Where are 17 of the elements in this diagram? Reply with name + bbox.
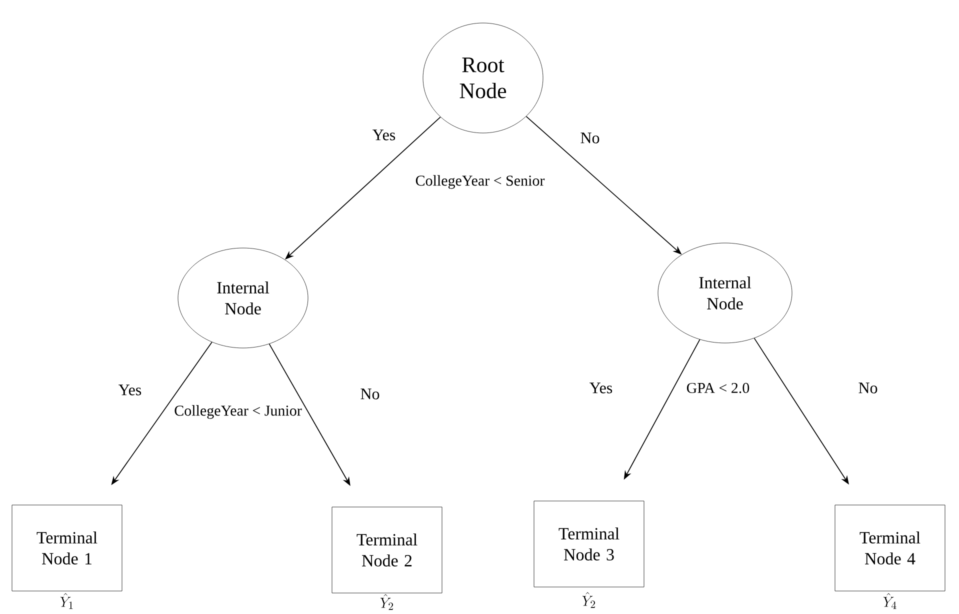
edge-label: No [857, 382, 879, 394]
edge-label: Yes [588, 382, 614, 394]
edge-label: Yes [117, 384, 143, 396]
terminal-node-box: Terminal Node 4 [834, 504, 946, 592]
split-condition: CollegeYear < Junior [173, 404, 303, 420]
prediction-label: $\hat{Y}_1$ [60, 593, 73, 609]
terminal-node-box: Terminal Node 2 [332, 506, 442, 594]
edge-label: No [579, 132, 601, 144]
edge-label: No [359, 388, 381, 400]
split-condition: GPA < 2.0 [685, 382, 751, 394]
prediction-label: $\hat{Y}_2$ [582, 592, 596, 608]
split-condition: CollegeYear < Senior [414, 174, 546, 190]
terminal-node-box: Terminal Node 1 [12, 504, 122, 592]
prediction-label: $\hat{Y}_2$ [380, 594, 394, 610]
edge-label: Yes [371, 128, 397, 142]
terminal-node-box: Terminal Node 3 [534, 500, 644, 588]
prediction-label: $\hat{Y}_4$ [883, 593, 896, 609]
